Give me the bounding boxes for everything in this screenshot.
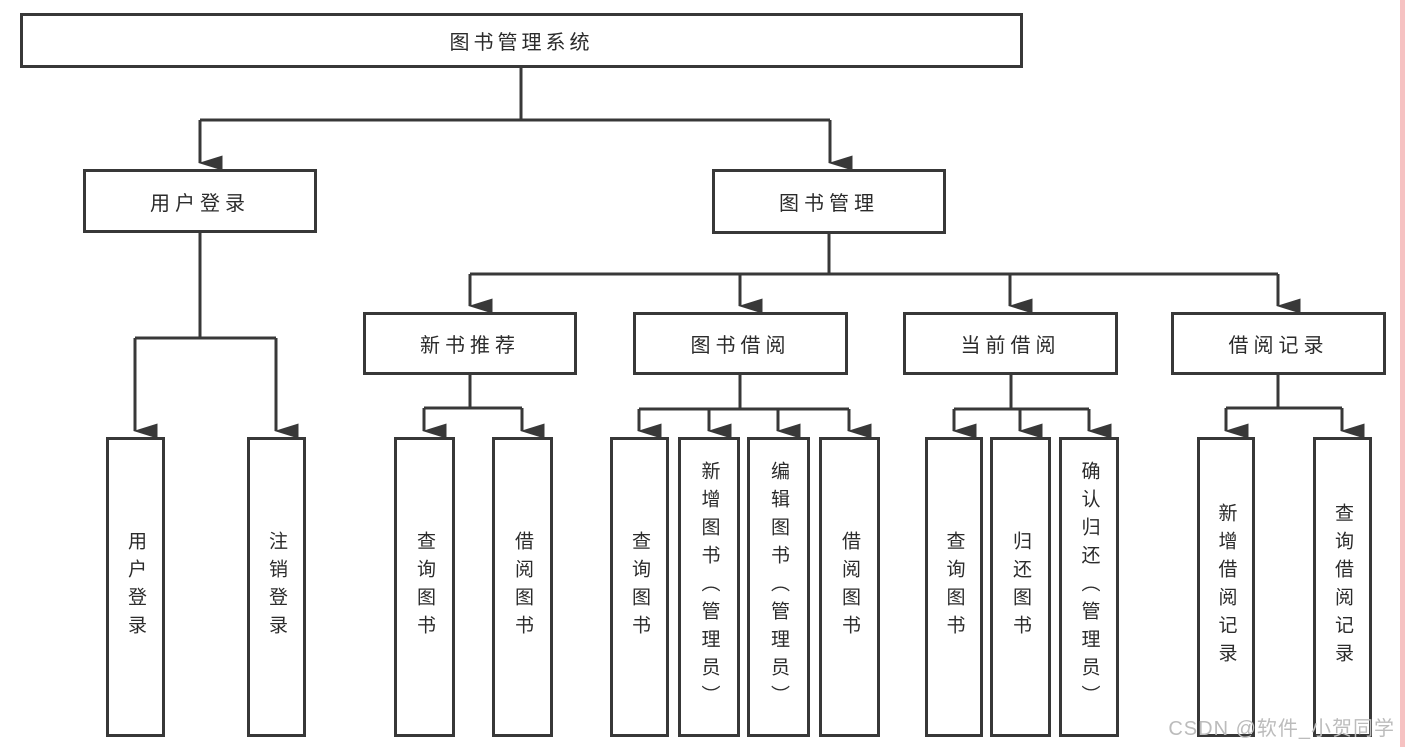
node-library-system: 图书管理系统	[20, 13, 1023, 68]
leaf-label: 确认归还（管理员）	[1078, 461, 1100, 713]
node-new-book-recommend: 新书推荐	[363, 312, 577, 375]
leaf-label: 借阅图书	[839, 531, 860, 643]
leaf-edit-book-admin: 编辑图书（管理员）	[747, 437, 810, 737]
leaf-label: 查询借阅记录	[1332, 503, 1353, 671]
node-label: 图书借阅	[690, 335, 791, 357]
right-edge-strip	[1400, 0, 1405, 747]
node-book-borrow: 图书借阅	[633, 312, 848, 375]
node-label: 图书管理	[779, 193, 879, 215]
leaf-add-borrow-record: 新增借阅记录	[1197, 437, 1255, 737]
leaf-borrow-book: 借阅图书	[819, 437, 880, 737]
leaf-label: 用户登录	[125, 531, 146, 643]
leaf-label: 注销登录	[266, 531, 287, 643]
node-book-management: 图书管理	[712, 169, 946, 234]
leaf-query-book: 查询图书	[925, 437, 983, 737]
leaf-add-book-admin: 新增图书（管理员）	[678, 437, 740, 737]
leaf-label: 查询图书	[943, 531, 965, 643]
leaf-label: 新增借阅记录	[1215, 503, 1237, 671]
node-label: 借阅记录	[1228, 335, 1329, 357]
leaf-query-borrow-record: 查询借阅记录	[1313, 437, 1372, 737]
leaf-logout: 注销登录	[247, 437, 306, 737]
leaf-label: 归还图书	[1010, 531, 1031, 643]
node-user-login: 用户登录	[83, 169, 317, 233]
node-borrow-record: 借阅记录	[1171, 312, 1386, 375]
leaf-query-book: 查询图书	[610, 437, 669, 737]
node-label: 新书推荐	[420, 335, 520, 357]
leaf-label: 借阅图书	[512, 531, 533, 643]
leaf-confirm-return-admin: 确认归还（管理员）	[1059, 437, 1119, 737]
leaf-user-login: 用户登录	[106, 437, 165, 737]
leaf-borrow-book: 借阅图书	[492, 437, 553, 737]
node-label: 当前借阅	[960, 335, 1061, 357]
node-current-borrow: 当前借阅	[903, 312, 1118, 375]
leaf-label: 查询图书	[414, 531, 435, 643]
csdn-watermark: CSDN @软件_小贺同学	[1168, 718, 1395, 740]
node-label: 图书管理系统	[449, 32, 594, 54]
leaf-label: 编辑图书（管理员）	[768, 461, 789, 713]
node-label: 用户登录	[150, 192, 250, 215]
leaf-query-book: 查询图书	[394, 437, 455, 737]
leaf-label: 查询图书	[629, 531, 650, 643]
leaf-label: 新增图书（管理员）	[698, 461, 720, 713]
leaf-return-book: 归还图书	[990, 437, 1051, 737]
